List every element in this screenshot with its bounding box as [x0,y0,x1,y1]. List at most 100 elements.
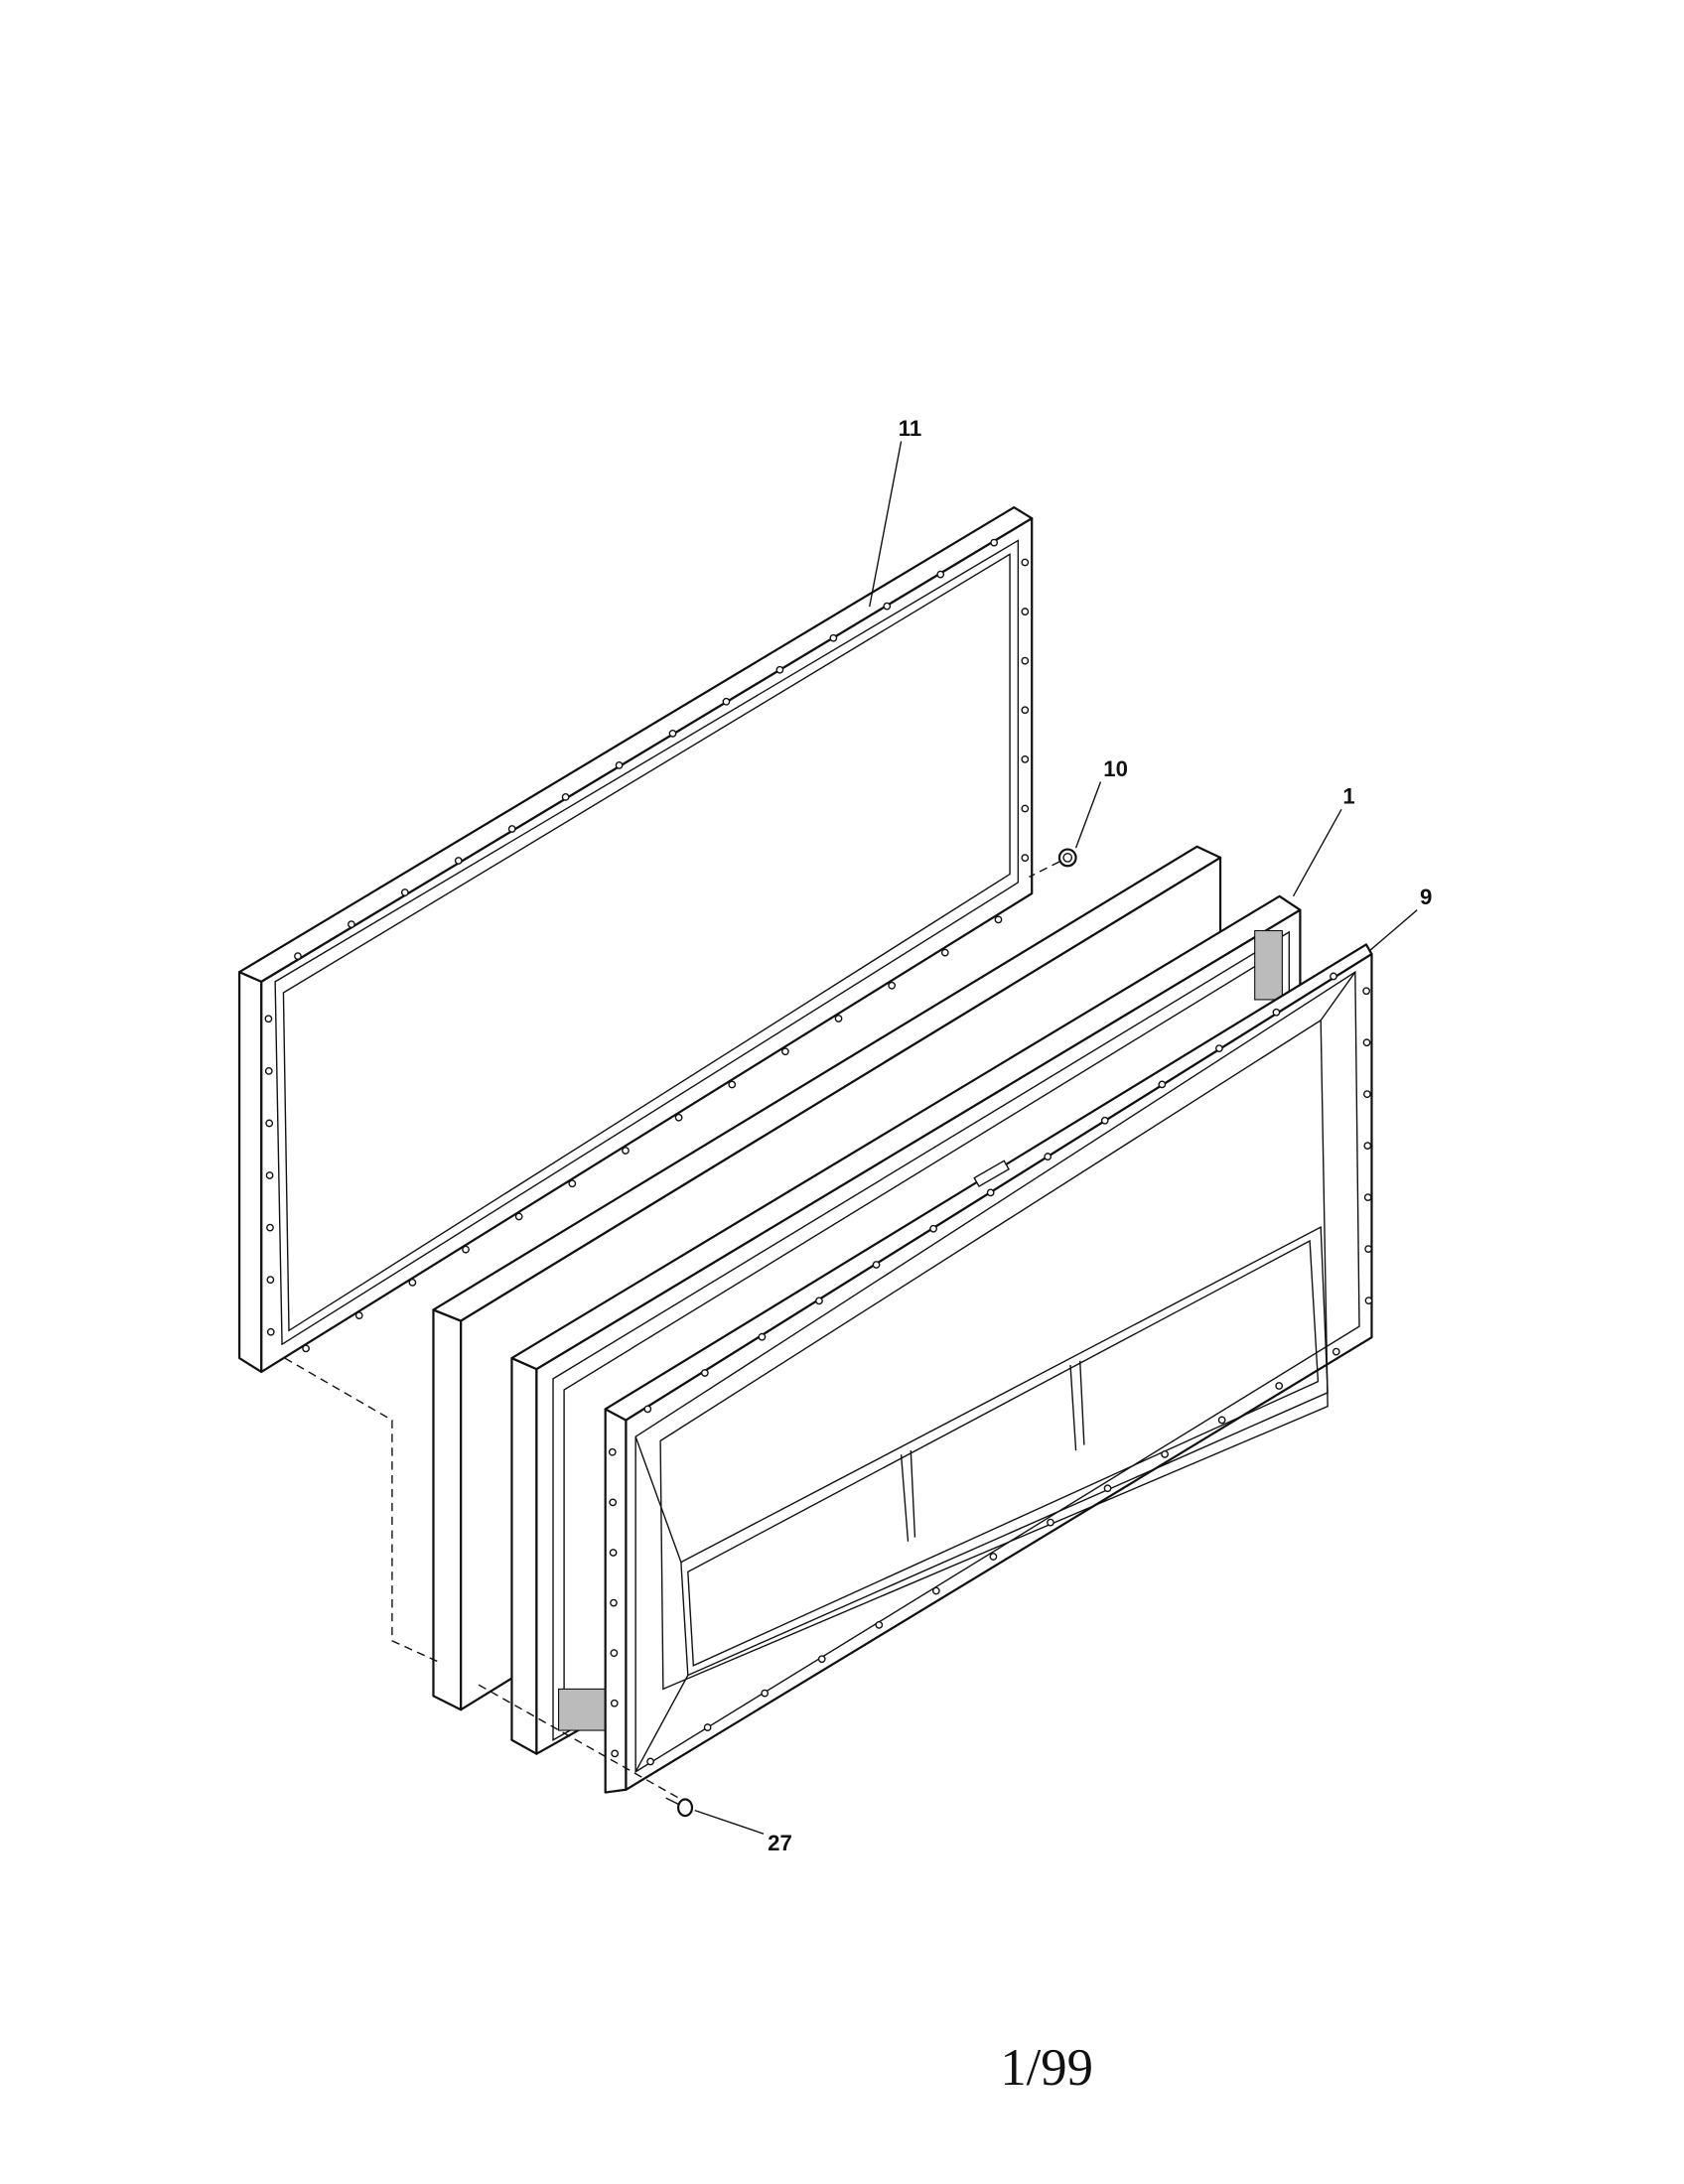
mounting-hole [609,1498,618,1507]
mounting-hole [989,1553,998,1561]
mounting-hole [1044,1153,1052,1160]
mounting-hole [264,1015,273,1024]
mounting-hole [986,1188,995,1197]
mounting-hole [610,1699,619,1707]
mounting-hole [1275,1382,1284,1390]
part-10-screw-icon [1057,848,1077,868]
mounting-hole [929,1224,937,1233]
mounting-hole [994,915,1003,924]
mounting-hole [781,1047,789,1056]
mounting-hole [936,570,945,579]
mounting-hole [400,888,409,896]
mounting-hole [883,602,892,611]
mounting-hole [1330,972,1337,981]
mounting-hole [611,1749,620,1758]
leader-line [694,1809,765,1835]
callout-9: 9 [1420,885,1432,909]
callout-10: 10 [1103,756,1128,781]
mounting-hole [265,1119,274,1128]
mounting-hole [454,857,463,865]
mounting-hole [1332,1347,1340,1356]
mounting-hole [1021,558,1030,567]
mounting-hole [561,793,570,801]
leader-line [1074,781,1102,849]
mounting-hole [1158,1080,1167,1089]
callout-1: 1 [1342,784,1354,809]
mounting-hole [1021,854,1030,862]
mounting-hole [1100,1116,1109,1125]
callout-27: 27 [768,1831,792,1855]
mounting-hole [761,1689,770,1698]
mounting-hole [347,920,355,928]
mounting-hole [1214,1044,1223,1052]
part-27-screw-icon [665,1797,694,1818]
mounting-hole [610,1598,618,1607]
mounting-hole [408,1279,417,1287]
mounting-hole [1161,1449,1169,1458]
assembly-line [478,1684,682,1801]
mounting-hole [610,1649,619,1658]
mounting-hole [668,729,677,738]
mounting-hole [817,1655,826,1664]
mounting-hole [775,665,784,674]
mounting-hole [568,1179,577,1188]
mounting-hole [1021,804,1030,813]
mounting-hole [514,1212,523,1221]
mounting-hole [294,952,302,961]
mounting-hole [674,1113,683,1122]
mounting-hole [1021,656,1030,665]
mounting-hole [354,1311,363,1320]
mounting-hole [931,1586,940,1595]
mounting-hole [1021,754,1030,763]
mounting-hole [1363,1090,1371,1099]
mounting-hole [703,1723,712,1731]
mounting-hole [609,1549,618,1557]
mounting-hole [1364,1245,1372,1254]
mounting-hole [646,1757,654,1766]
mounting-hole [875,1620,884,1629]
mounting-hole [1021,608,1030,615]
mounting-hole [608,1447,617,1456]
mounting-hole [728,1080,737,1089]
leader-line [869,441,903,608]
mounting-hole [266,1327,275,1336]
mounting-hole [615,760,624,769]
mounting-hole [1364,1297,1373,1305]
mounting-hole [264,1066,273,1075]
mounting-hole [834,1015,843,1023]
mounting-hole [302,1344,310,1353]
mounting-hole [1103,1484,1112,1493]
mounting-hole [829,633,838,642]
mounting-hole [643,1405,652,1414]
mounting-hole [1217,1416,1226,1425]
mounting-hole [758,1332,767,1341]
assembly-line [284,1357,438,1663]
callout-11: 11 [899,416,921,441]
mounting-hole [1362,987,1370,996]
mounting-hole [266,1276,275,1285]
leader-line [1368,909,1418,952]
mounting-hole [265,1171,274,1179]
mounting-hole [266,1223,274,1232]
page-number: 1/99 [1000,2039,1093,2097]
mounting-hole [1363,1193,1372,1202]
mounting-hole [507,825,516,833]
mounting-hole [990,538,999,547]
leader-line [1292,808,1342,897]
mounting-hole [1272,1008,1281,1017]
part-11-gasket [237,506,1034,1374]
mounting-hole [888,981,897,990]
mounting-hole [1047,1518,1054,1527]
mounting-hole [722,697,731,706]
mounting-hole [1363,1142,1372,1151]
mounting-hole [462,1245,470,1254]
mounting-hole [700,1369,709,1377]
assembly-line [1029,861,1060,878]
mounting-hole [815,1297,823,1305]
mounting-hole [1021,706,1030,715]
mounting-hole [622,1147,630,1155]
part-9-door-panel [604,943,1373,1794]
mounting-hole [1362,1038,1371,1047]
mounting-hole [940,948,949,957]
mounting-hole [872,1261,881,1269]
